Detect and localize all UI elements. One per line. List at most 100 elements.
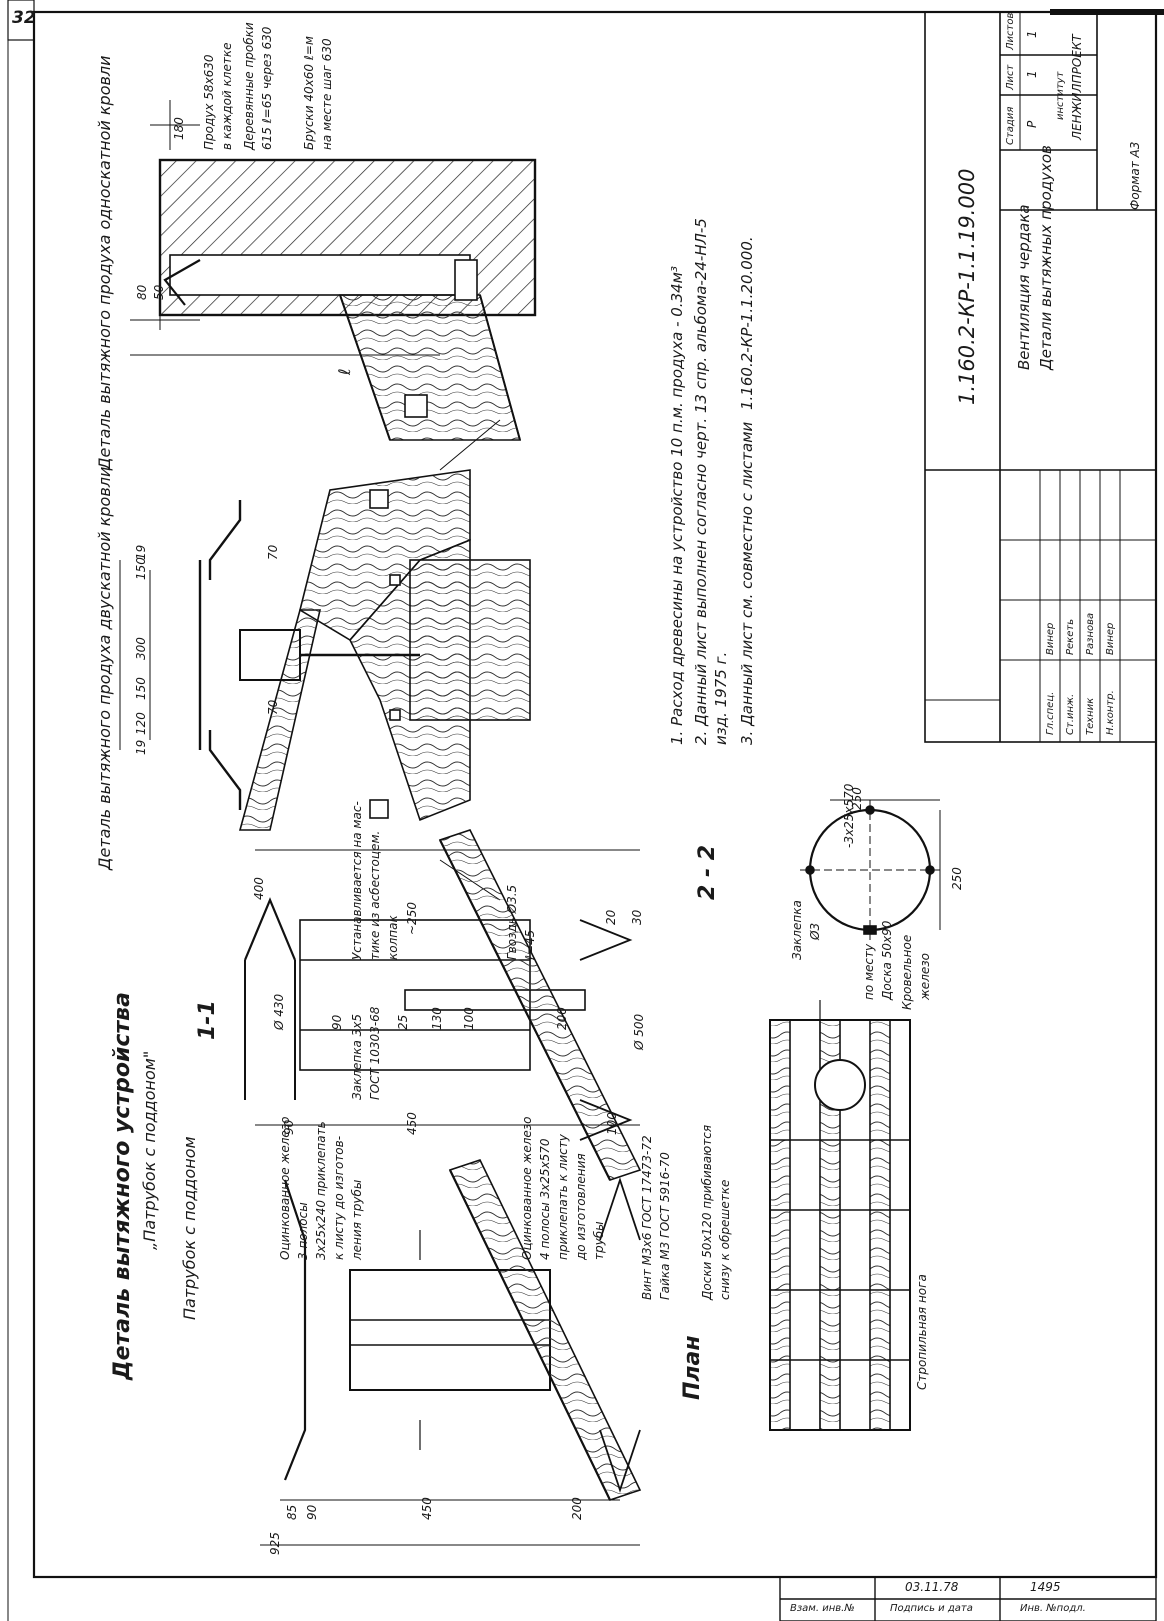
callout-to-sheet: к листу до изготов- [332,1135,346,1260]
stamp-lines [779,1576,1157,1621]
callout-pipe: трубы [592,1221,606,1260]
dim-gable: 150 [134,677,148,700]
title-patrubok: Патрубок с поддоном [180,1136,199,1320]
title-gable-roof: Деталь вытяжного продуха двускатной кров… [95,466,114,870]
callout-s250: ~250 [405,902,419,935]
title-block-subject-2: Детали вытяжных продухов [1037,145,1055,370]
callout-d430: Ø 430 [272,993,286,1030]
note-2: 2. Данный лист выполнен согласно черт. 1… [692,218,710,745]
callout-rivet: приклепать к листу [556,1134,570,1260]
dim-gable: 150 [134,557,148,580]
note-3-ref: 1.160.2-КР-1.1.20.000. [738,236,756,410]
callout-nail: Гвоздь Ø3.5 [505,884,519,960]
dim-1-1: 925 [268,1532,282,1555]
callout-dim-l: ℓ [335,368,354,375]
title-exhaust-device: Деталь вытяжного устройства [110,992,135,1380]
callout-screw: Винт М3х6 ГОСТ 17473-72 [640,1135,654,1300]
callout-four-strips: 4 полосы 3х25х570 [538,1138,552,1260]
stamp-inv: Инв. №подл. [1020,1603,1086,1614]
callout-cap: колпак [386,915,400,960]
callout-shed-4: 615 ℓ=65 через 630 [260,26,274,150]
callout-shed-6: на месте шаг 630 [320,38,334,150]
title-block-role: Техник [1085,697,1096,735]
title-block-subject-1: Вентиляция чердака [1015,204,1033,370]
callout-rivet-2: Заклепка 3х5 [350,1014,364,1100]
title-block-sheet-header: Лист [1005,64,1016,90]
dim-section: 200 [555,1007,569,1030]
callout-roof-iron-22: Кровельное [900,934,914,1010]
title-block-institute: ЛЕНЖИЛПРОЕКТ [1070,34,1084,140]
title-block-name: Винер [1045,622,1056,655]
dim-gable: 70 [266,544,280,560]
title-block-role: Н.контр. [1105,690,1116,735]
dim-1-1: 200 [570,1497,584,1520]
title-block-name: Разнова [1085,612,1096,655]
title-block-sheet: 1 [1025,70,1039,78]
callout-before: до изготовления [574,1153,588,1260]
callout-boards: Доски 50х120 прибиваются [700,1124,714,1300]
title-block-lines [924,11,1157,743]
note-2b: изд. 1975 г. [712,651,730,745]
callout-nut: Гайка М3 ГОСТ 5916-70 [658,1152,672,1300]
section-2-2 [800,799,941,940]
dim-section: 20 [604,909,618,925]
callout-shed-5: Бруски 40х60 ℓ=м [302,36,316,150]
plan-view [769,1000,911,1431]
callout-board-50: Доска 50х90 [880,920,894,1000]
callout-on-site: по месту [862,943,876,1000]
callout-dim-180: 180 [172,117,186,140]
callout-dim-50: 50 [152,284,166,300]
title-block-sheets: 1 [1025,30,1039,38]
title-section-1-1: 1-1 [195,1000,220,1040]
callout-pipe-making: ления трубы [350,1179,364,1260]
callout-iron-4: Оцинкованное железо [520,1116,534,1260]
section-1-1 [243,829,642,1181]
gable-roof-detail [119,419,531,901]
dim-2-2: 250 [950,867,964,890]
dim-1-1: 85 [285,1504,299,1520]
title-plan: План [680,1335,705,1400]
dim-gable: 19 [134,544,148,560]
dim-gable: 70 [266,699,280,715]
callout-install: Устанавливается на мас- [350,801,364,960]
note-1: 1. Расход древесины на устройство 10 п.м… [668,266,686,745]
dim-section: 25 [396,1014,410,1030]
patrubok-elevation [260,1159,642,1546]
stamp-replace: Взам. инв.№ [790,1603,855,1614]
title-patrubok-quote: „Патрубок с поддоном" [140,1050,159,1250]
title-block-stage-header: Стадия [1005,106,1016,145]
page-number: 32 [12,8,36,28]
dim-section: 400 [252,877,266,900]
title-block-institute-label: институт [1055,71,1066,120]
dim-section: 90 [330,1014,344,1030]
callout-shed-3: Деревянные пробки [242,22,256,150]
stamp-date-value: 03.11.78 [905,1580,959,1594]
dim-section: 90 [282,1119,296,1135]
callout-bottom: снизу к обрешетке [718,1179,732,1300]
title-shed-roof: Деталь вытяжного продуха односкатной кро… [95,55,114,470]
title-block-name: Рекеть [1065,618,1076,655]
callout-strips-spec: 3х25х240 приклепать [314,1121,328,1260]
dim-1-1: 90 [305,1504,319,1520]
title-block-code: 1.160.2-КР-1.1.19.000 [955,168,979,405]
stamp-sign: Подпись и дата [890,1603,973,1614]
callout-iron-22: железо [918,953,932,1000]
title-block-name: Винер [1105,622,1116,655]
shed-roof-detail [130,100,537,441]
callout-dim-80: 80 [135,284,149,300]
callout-shed-1: Продух 58х630 [202,54,216,150]
dim-section: 30 [630,909,644,925]
dim-gable: 19 [134,739,148,755]
title-block-role: Гл.спец. [1045,691,1056,735]
callout-rivet-22: Заклепка [790,900,804,960]
callout-mastic: тике из асбестоцем. [368,830,382,960]
title-block-stage: Р [1025,120,1039,128]
callout-gost-rivet: ГОСТ 10303-68 [368,1006,382,1100]
note-3: 3. Данный лист см. совместно с листами [738,421,756,745]
callout-three-strips: 3 полосы [296,1202,310,1260]
dim-section: 100 [605,1112,619,1135]
dim-gable: 120 [134,712,148,735]
dim-gable: 300 [134,637,148,660]
callout-d500: Ø 500 [632,1013,646,1050]
